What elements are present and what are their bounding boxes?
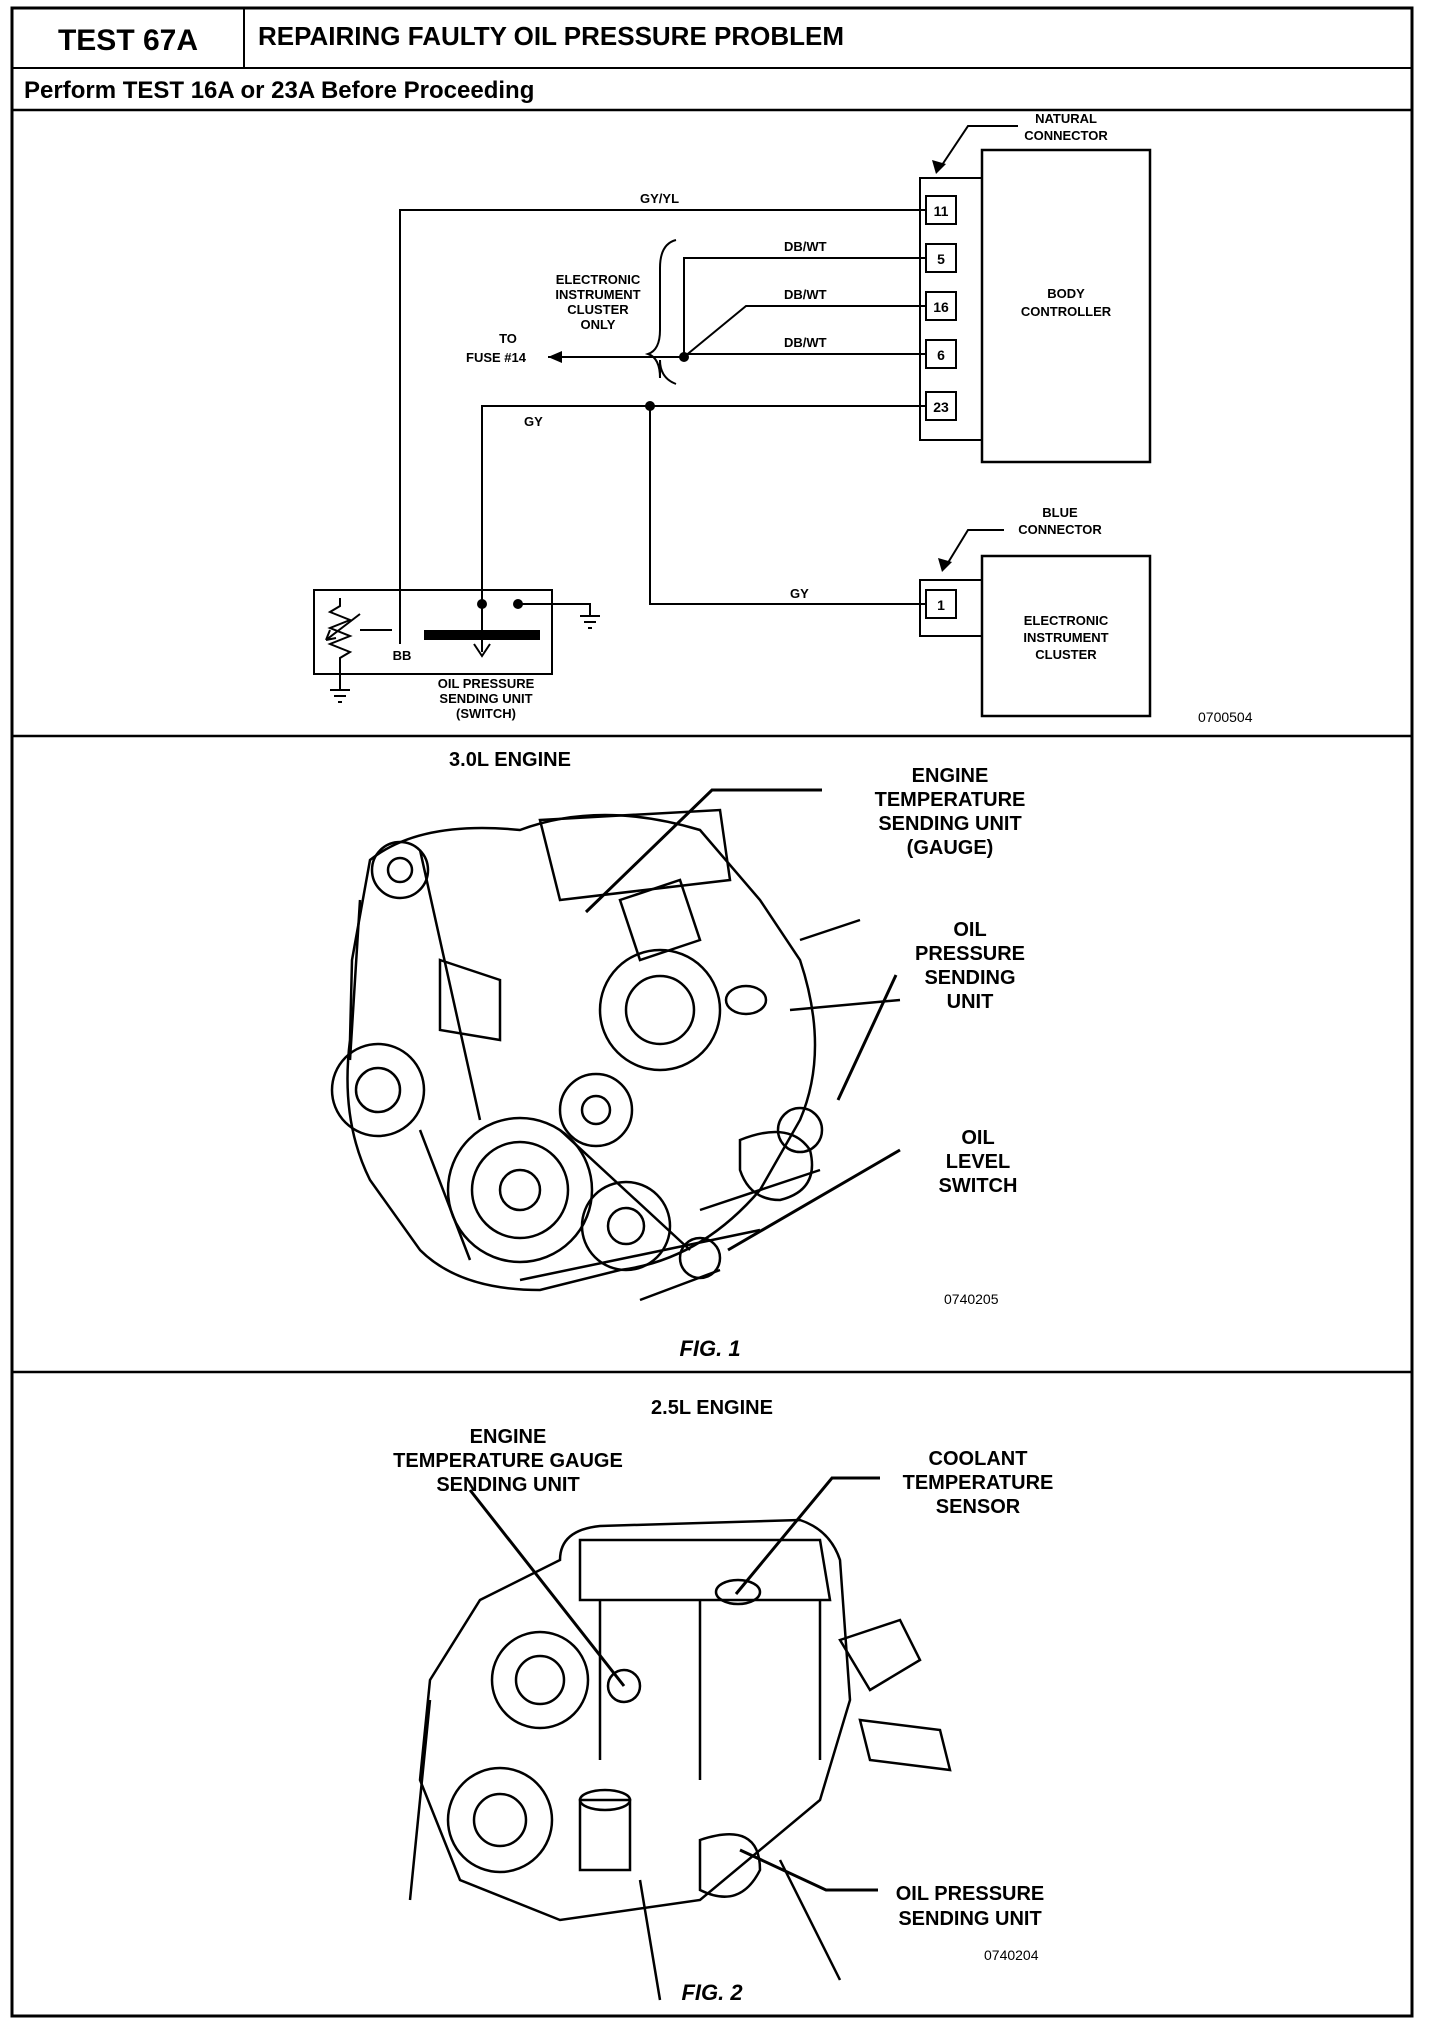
schematic-code: 0700504: [1198, 709, 1253, 725]
fig2-leader-oil-pressure: [739, 1848, 878, 1892]
fig1-code: 0740205: [944, 1291, 999, 1307]
variable-resistor: [327, 598, 353, 690]
fig2-temp-gauge-label-2: TEMPERATURE GAUGE: [393, 1450, 623, 1472]
fig1-temp-label-4: (GAUGE): [907, 837, 994, 859]
svg-text:DB/WT: DB/WT: [784, 287, 827, 302]
svg-text:INSTRUMENT: INSTRUMENT: [555, 287, 640, 302]
fuse-label-2: FUSE #14: [466, 350, 527, 365]
svg-text:ONLY: ONLY: [581, 317, 616, 332]
cluster-only-brace: [644, 239, 677, 385]
page-title: REPAIRING FAULTY OIL PRESSURE PROBLEM: [258, 21, 844, 51]
svg-text:1: 1: [937, 597, 945, 613]
page-frame: [10, 6, 1414, 2018]
fuse-label-1: TO: [499, 331, 517, 346]
page-subtitle: Perform TEST 16A or 23A Before Proceedin…: [24, 77, 534, 104]
svg-text:DB/WT: DB/WT: [784, 335, 827, 350]
fig2-coolant-label-2: TEMPERATURE: [903, 1472, 1054, 1494]
sender-mark: BB: [393, 648, 412, 663]
natural-connector-label-2: CONNECTOR: [1024, 128, 1108, 143]
fig2-engine-label: 2.5L ENGINE: [651, 1397, 773, 1419]
fig1-leader-temp: [584, 788, 822, 914]
fig2-leader-temp-gauge: [468, 1489, 626, 1687]
fig2-code: 0740204: [984, 1947, 1039, 1963]
fig1-section: 3.0L ENGINE ENGINE TEMPERATURE SEN: [330, 749, 1026, 1361]
wire-gy-cluster: [649, 406, 926, 605]
cluster-label-1: ELECTRONIC: [1024, 613, 1109, 628]
fig2-coolant-label-3: SENSOR: [936, 1496, 1021, 1518]
svg-text:23: 23: [933, 399, 949, 415]
fig1-temp-label-2: TEMPERATURE: [875, 789, 1026, 811]
fig1-oil-pressure-label-2: PRESSURE: [915, 943, 1025, 965]
fig2-coolant-label-1: COOLANT: [929, 1448, 1028, 1470]
fig1-oil-pressure-label-1: OIL: [953, 919, 986, 941]
fig1-oil-pressure-label-4: UNIT: [947, 991, 994, 1013]
blue-connector: [919, 579, 983, 637]
svg-text:ELECTRONIC: ELECTRONIC: [556, 272, 641, 287]
fig1-caption: FIG. 1: [679, 1336, 740, 1361]
fig2-leader-coolant: [734, 1476, 880, 1595]
cluster-label-2: INSTRUMENT: [1023, 630, 1108, 645]
svg-text:GY: GY: [524, 414, 543, 429]
blue-connector-label-1: BLUE: [1042, 505, 1078, 520]
wire-label-gy-yl: GY/YL: [640, 191, 679, 206]
body-controller-label-2: CONTROLLER: [1021, 304, 1112, 319]
fig2-caption: FIG. 2: [681, 1980, 743, 2005]
ground-icon: [330, 689, 350, 703]
natural-connector: [919, 177, 983, 441]
wire-gy-23: [481, 405, 926, 604]
fig2-section: 2.5L ENGINE ENGINE TEMPERATURE GAUGE SEN…: [393, 1397, 1053, 2005]
fig2-temp-gauge-label-1: ENGINE: [470, 1426, 547, 1448]
fig2-oil-pressure-label-2: SENDING UNIT: [898, 1908, 1041, 1930]
fig1-temp-label-1: ENGINE: [912, 765, 989, 787]
blue-connector-label-2: CONNECTOR: [1018, 522, 1102, 537]
fig1-oil-level-label-1: OIL: [961, 1127, 994, 1149]
fig1-leader-oil-pressure: [836, 974, 898, 1101]
test-id: TEST 67A: [58, 24, 198, 57]
fig1-leader-oil-level: [727, 1148, 901, 1252]
wire-gy-yl: [399, 209, 926, 644]
svg-text:11: 11: [934, 203, 949, 219]
fig1-oil-level-label-2: LEVEL: [946, 1151, 1010, 1173]
svg-text:OIL PRESSURE: OIL PRESSURE: [438, 676, 535, 691]
svg-text:(SWITCH): (SWITCH): [456, 706, 516, 721]
fig1-temp-label-3: SENDING UNIT: [878, 813, 1021, 835]
fig1-oil-level-label-3: SWITCH: [939, 1175, 1018, 1197]
fig2-oil-pressure-label-1: OIL PRESSURE: [896, 1883, 1045, 1905]
wire-db-wt-16: [683, 305, 926, 358]
oil-pressure-sender-box: [313, 589, 553, 675]
fig2-temp-gauge-label-3: SENDING UNIT: [436, 1474, 579, 1496]
svg-text:6: 6: [937, 347, 945, 363]
natural-connector-label-1: NATURAL: [1035, 111, 1097, 126]
body-controller-label-1: BODY: [1047, 286, 1085, 301]
svg-text:CLUSTER: CLUSTER: [567, 302, 629, 317]
svg-text:DB/WT: DB/WT: [784, 239, 827, 254]
svg-text:16: 16: [933, 299, 949, 315]
wire-db-wt-5: [683, 257, 926, 357]
svg-text:GY: GY: [790, 586, 809, 601]
fig1-oil-pressure-label-3: SENDING: [924, 967, 1015, 989]
ground-icon: [580, 615, 600, 629]
cluster-label-3: CLUSTER: [1035, 647, 1097, 662]
fig1-engine-illustration: [330, 808, 901, 1302]
svg-text:5: 5: [937, 251, 945, 267]
wiring-schematic: BODY CONTROLLER NATURAL CONNECTOR 11 5 1…: [313, 111, 1253, 725]
fig2-engine-illustration: [408, 1518, 952, 2001]
svg-text:SENDING UNIT: SENDING UNIT: [439, 691, 532, 706]
fig1-engine-label: 3.0L ENGINE: [449, 749, 571, 771]
connector-pins: 11 5 16 6 23: [925, 195, 957, 421]
